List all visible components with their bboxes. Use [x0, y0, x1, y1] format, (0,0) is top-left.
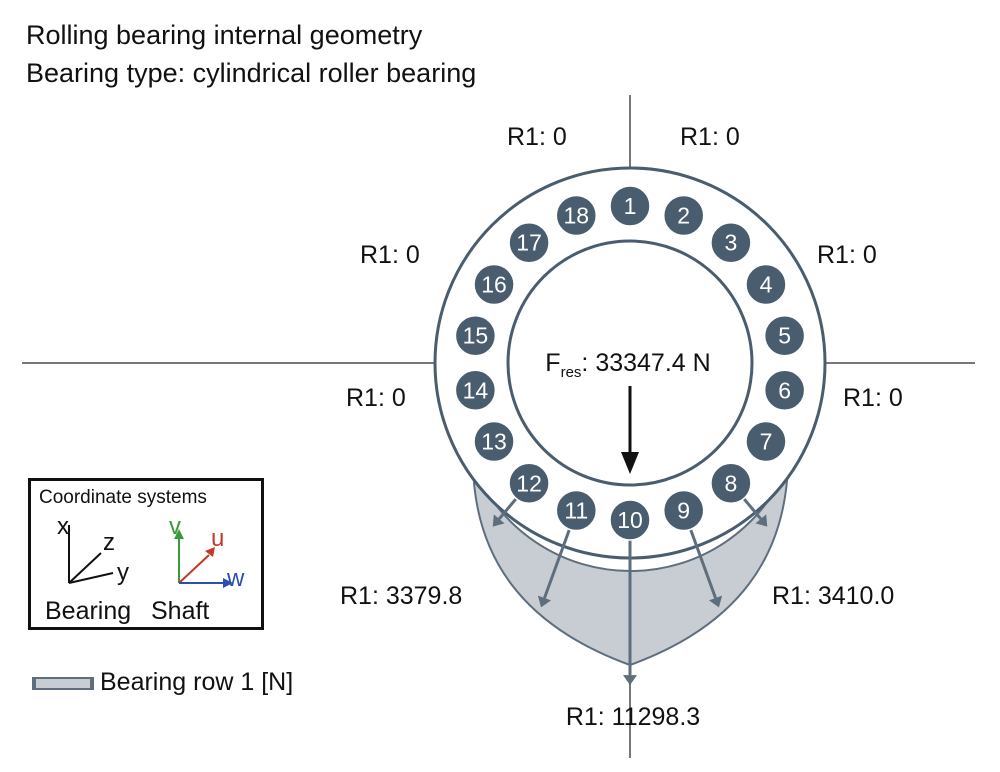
force-subscript: res: [561, 364, 582, 381]
roller-circle: [710, 462, 752, 505]
coordinate-systems-title: Coordinate systems: [39, 487, 207, 508]
roller-17: 17: [508, 221, 550, 264]
roller-number: 14: [463, 377, 489, 403]
roller-4: 4: [745, 263, 787, 306]
roller-circle: [745, 420, 787, 463]
load-label-top-right: R1: 0: [680, 123, 740, 151]
roller-1: 1: [609, 185, 651, 227]
roller-circle: [508, 221, 550, 264]
roller-number: 17: [516, 230, 542, 256]
roller-circle: [662, 489, 705, 532]
roller-number: 11: [564, 498, 588, 524]
roller-circle: [710, 221, 752, 264]
roller-circle: [662, 194, 705, 237]
roller-circle: [454, 314, 497, 357]
roller-10: 10: [609, 499, 651, 541]
bearing-coord-label: Bearing: [45, 597, 132, 625]
force-value: : 33347.4 N: [581, 349, 710, 377]
axis-label-z: z: [103, 529, 115, 556]
roller-8: 8: [710, 462, 752, 505]
roller-number: 4: [760, 272, 773, 298]
roller-number: 18: [564, 202, 590, 228]
roller-number: 16: [481, 272, 507, 298]
load-label-bottom: R1: 11298.3: [566, 703, 700, 731]
roller-circle: [763, 369, 806, 412]
shaft-coord-label: Shaft: [151, 597, 210, 625]
force-symbol: F: [545, 349, 560, 377]
axis-label-v: v: [169, 513, 181, 540]
roller-14: 14: [454, 369, 497, 412]
axis-label-u: u: [211, 525, 225, 552]
roller-circle: [745, 263, 787, 306]
axis-label-x: x: [57, 513, 69, 540]
coordinate-systems-box: Coordinate systems x z y v u w Bearing S…: [28, 478, 264, 630]
roller-15: 15: [454, 314, 497, 357]
roller-number: 2: [677, 202, 690, 228]
roller-number: 3: [725, 230, 738, 256]
axis-label-y: y: [117, 559, 129, 586]
roller-circle: [473, 420, 515, 463]
legend-label: Bearing row 1 [N]: [100, 668, 294, 696]
load-arrowhead-9: [708, 595, 723, 608]
roller-number: 10: [617, 507, 643, 533]
diagram-title: Rolling bearing internal geometry: [26, 20, 423, 50]
load-label-upper-right: R1: 0: [817, 241, 877, 269]
roller-number: 9: [677, 498, 690, 524]
roller-2: 2: [662, 194, 705, 237]
roller-18: 18: [555, 194, 598, 237]
roller-11: 11: [555, 489, 598, 532]
roller-5: 5: [763, 314, 806, 357]
roller-circle: [473, 263, 515, 306]
load-label-mid-right: R1: 0: [843, 384, 903, 412]
roller-circle: [555, 489, 598, 532]
roller-number: 7: [760, 429, 773, 455]
roller-6: 6: [763, 369, 806, 412]
diagram-subtitle: Bearing type: cylindrical roller bearing: [26, 58, 477, 88]
roller-circle: [454, 369, 497, 412]
load-label-mid-left: R1: 0: [346, 384, 406, 412]
roller-circle: [763, 314, 806, 357]
load-arrowhead-10: [623, 675, 637, 686]
roller-number: 8: [725, 470, 738, 496]
roller-number: 13: [481, 429, 507, 455]
roller-number: 12: [516, 470, 542, 496]
load-arrowhead-8: [755, 514, 768, 527]
roller-number: 1: [624, 193, 637, 219]
legend-swatch: [32, 677, 94, 690]
roller-3: 3: [710, 221, 752, 264]
roller-circle: [609, 185, 651, 227]
coordinate-axes-icon: [68, 525, 233, 588]
load-arrowhead-12: [492, 514, 505, 527]
roller-16: 16: [473, 263, 515, 306]
inner-ring: [506, 239, 754, 487]
load-label-top-left: R1: 0: [507, 123, 567, 151]
axis-label-w: w: [227, 565, 245, 592]
load-label-upper-left: R1: 0: [360, 241, 420, 269]
roller-number: 6: [778, 377, 791, 403]
roller-12: 12: [508, 462, 550, 505]
resultant-force-arrowhead: [621, 452, 639, 474]
roller-circle: [555, 194, 598, 237]
roller-13: 13: [473, 420, 515, 463]
load-arrowhead-11: [537, 595, 552, 608]
load-label-lower-right: R1: 3410.0: [772, 582, 894, 610]
resultant-force-label: Fres: 33347.4 N: [545, 349, 710, 381]
roller-number: 15: [463, 323, 489, 349]
roller-number: 5: [778, 323, 791, 349]
roller-7: 7: [745, 420, 787, 463]
roller-circle: [609, 499, 651, 541]
roller-9: 9: [662, 489, 705, 532]
roller-circle: [508, 462, 550, 505]
load-label-lower-left: R1: 3379.8: [340, 582, 462, 610]
